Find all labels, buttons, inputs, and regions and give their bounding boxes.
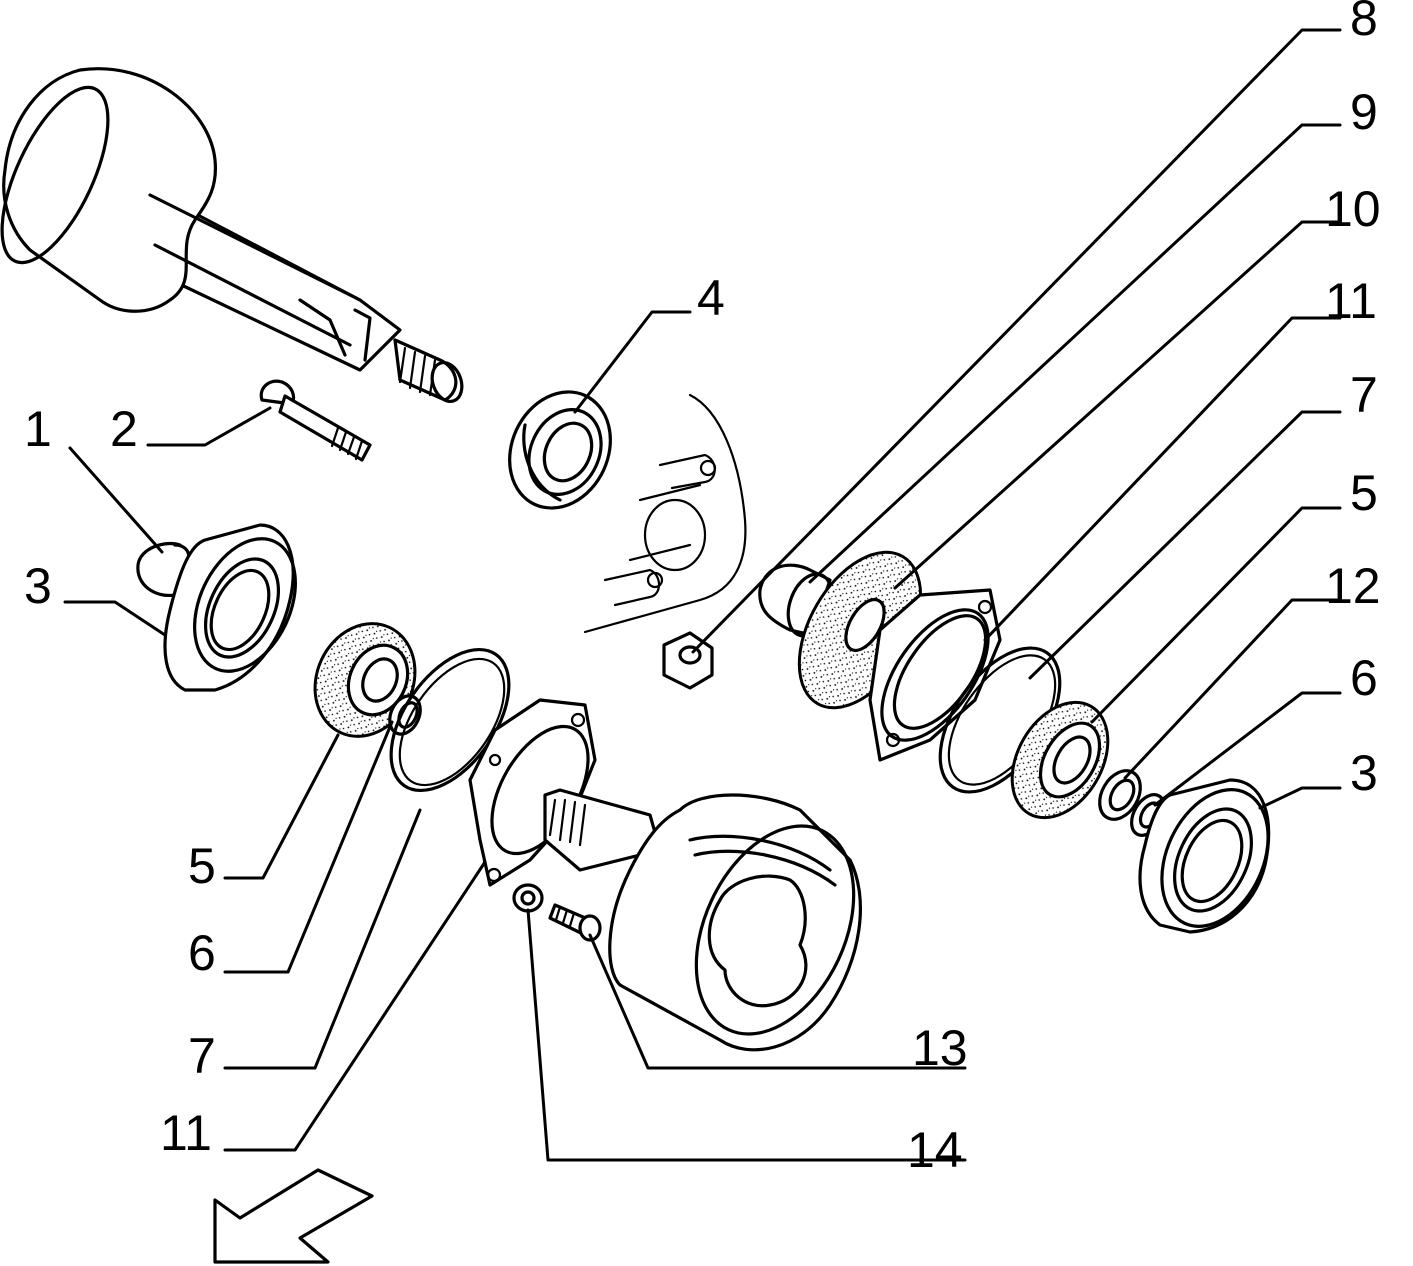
flange-right bbox=[868, 588, 1002, 762]
bearing-left bbox=[313, 622, 417, 738]
callout-11-left: 11 bbox=[160, 1105, 212, 1161]
callout-8: 8 bbox=[1350, 0, 1378, 46]
callout-7-right: 7 bbox=[1350, 367, 1378, 423]
callout-labels: 1 2 3 4 5 6 7 11 13 14 8 9 10 11 7 5 12 … bbox=[24, 0, 1381, 1178]
callout-4: 4 bbox=[697, 270, 725, 326]
seal-right bbox=[1138, 778, 1271, 934]
callout-5-right: 5 bbox=[1350, 465, 1378, 521]
callout-5-left: 5 bbox=[188, 838, 216, 894]
inner-joint-housing bbox=[543, 788, 862, 1052]
callout-13: 13 bbox=[912, 1020, 968, 1076]
ring-small-right-12 bbox=[1098, 769, 1142, 821]
callout-3-right: 3 bbox=[1350, 745, 1378, 801]
leader-lines bbox=[63, 28, 1342, 1162]
callout-1: 1 bbox=[24, 401, 52, 457]
callout-6-right: 6 bbox=[1350, 650, 1378, 706]
callout-9: 9 bbox=[1350, 84, 1378, 140]
bearing-upper bbox=[508, 390, 612, 510]
callout-7-left: 7 bbox=[188, 1028, 216, 1084]
upper-joint-shaft bbox=[0, 67, 464, 403]
screw bbox=[548, 903, 602, 942]
callout-14: 14 bbox=[907, 1122, 963, 1178]
callout-2: 2 bbox=[110, 401, 138, 457]
washer bbox=[512, 883, 544, 913]
bolt bbox=[259, 379, 372, 462]
callout-10: 10 bbox=[1325, 181, 1381, 237]
callout-3-left: 3 bbox=[24, 558, 52, 614]
callout-12: 12 bbox=[1325, 558, 1381, 614]
seal-left bbox=[163, 523, 297, 692]
gearbox-face bbox=[583, 393, 747, 634]
arrow-icon bbox=[213, 1168, 374, 1264]
callout-6-left: 6 bbox=[188, 925, 216, 981]
bearing-right bbox=[1010, 700, 1110, 820]
callout-11-right: 11 bbox=[1325, 273, 1377, 329]
